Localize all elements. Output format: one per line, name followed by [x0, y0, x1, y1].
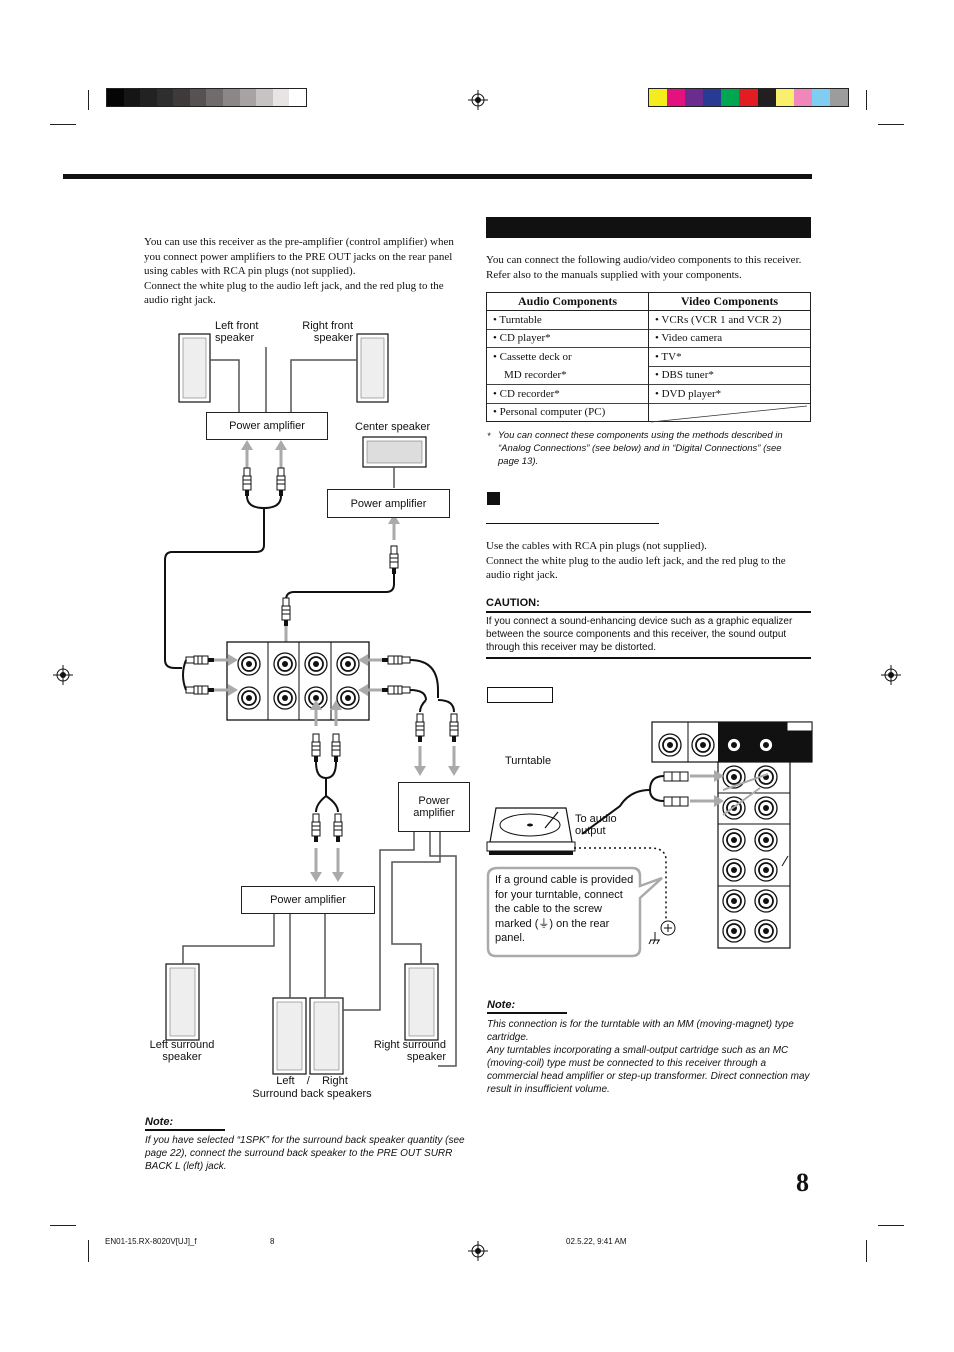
color-swatch — [223, 89, 240, 106]
table-row: • Personal computer (PC) — [486, 402, 811, 422]
table-row: • CD player* • Video camera — [486, 328, 811, 348]
color-swatch — [140, 89, 157, 106]
right-note-text: This connection is for the turntable wit… — [487, 1019, 810, 1095]
right-note-title: Note: — [487, 999, 516, 1011]
table-header-video: Video Components — [648, 292, 811, 311]
registration-mark-icon — [468, 1241, 488, 1261]
power-amplifier-center: Power amplifier — [327, 489, 450, 518]
table-cell: • CD recorder* — [486, 384, 649, 403]
footnote-mark: * — [487, 431, 491, 441]
right-front-speaker-label: Right front speaker — [302, 320, 353, 344]
color-swatch — [123, 89, 141, 106]
color-swatch — [239, 89, 257, 106]
color-swatch — [189, 89, 207, 106]
crop-mark — [866, 90, 867, 110]
power-amplifier-front: Power amplifier — [206, 412, 328, 440]
caution-rule-bottom — [486, 657, 811, 659]
color-swatch — [156, 89, 174, 106]
color-swatch — [206, 89, 224, 106]
table-cell: • Cassette deck or — [486, 347, 649, 366]
footnote-text: You can connect these components using t… — [498, 430, 783, 467]
components-intro-text: You can connect the following audio/vide… — [486, 254, 802, 281]
crop-mark — [50, 1225, 76, 1226]
footer-page: 8 — [270, 1237, 275, 1246]
to-audio-output-label: To audio output — [575, 813, 617, 837]
caution-title: CAUTION: — [486, 597, 540, 609]
table-cell: • DBS tuner* — [648, 365, 811, 385]
registration-mark-icon — [53, 665, 73, 685]
ground-cable-callout-text: If a ground cable is provided for your t… — [495, 874, 634, 944]
subsection-rule — [486, 523, 659, 524]
color-swatch — [173, 89, 190, 106]
color-swatch — [811, 89, 830, 106]
caution-text: If you connect a sound-enhancing device … — [486, 616, 793, 653]
color-swatch — [289, 89, 306, 106]
color-swatch — [739, 89, 758, 106]
header-rule — [63, 174, 812, 179]
surround-back-speakers-label: Surround back speakers — [252, 1088, 372, 1100]
crop-mark — [88, 1240, 89, 1262]
table-row: • CD recorder* • DVD player* — [486, 384, 811, 403]
crop-mark — [878, 1225, 904, 1226]
left-note-rule — [145, 1129, 225, 1131]
right-surround-speaker-label: Right surround speaker — [373, 1039, 446, 1063]
table-cell: • Personal computer (PC) — [486, 402, 649, 422]
left-front-speaker-label: Left front speaker — [215, 320, 259, 344]
table-cell: • Turntable — [486, 310, 649, 329]
page-number: 8 — [796, 1168, 809, 1197]
crop-mark — [50, 124, 76, 125]
footer-timestamp: 02.5.22, 9:41 AM — [566, 1237, 627, 1246]
color-swatch — [667, 89, 686, 106]
grayscale-calibration-bar — [106, 88, 307, 107]
turntable-label: Turntable — [505, 755, 552, 767]
color-calibration-bar — [648, 88, 849, 107]
color-swatch — [256, 89, 273, 106]
surround-back-lr-label: Left / Right — [276, 1075, 348, 1087]
color-swatch — [685, 89, 704, 106]
table-row: • Turntable • VCRs (VCR 1 and VCR 2) — [486, 310, 811, 329]
left-note-text: If you have selected “1SPK” for the surr… — [145, 1135, 465, 1172]
color-swatch — [793, 89, 812, 106]
color-swatch — [272, 89, 290, 106]
center-speaker-label: Center speaker — [355, 421, 431, 433]
crop-mark — [88, 90, 89, 110]
empty-cell-slash — [650, 405, 808, 422]
crop-mark — [866, 1240, 867, 1262]
color-swatch — [829, 89, 849, 106]
table-cell-empty — [648, 402, 811, 422]
left-surround-speaker-label: Left surround speaker — [149, 1039, 215, 1063]
color-swatch — [703, 89, 722, 106]
registration-mark-icon — [881, 665, 901, 685]
table-header-audio: Audio Components — [486, 292, 649, 311]
table-cell: • VCRs (VCR 1 and VCR 2) — [648, 310, 811, 329]
section-header-bar — [486, 217, 811, 238]
registration-mark-icon — [468, 90, 488, 110]
table-row: MD recorder* • DBS tuner* — [486, 365, 811, 385]
footer-file-name: EN01-15.RX-8020V[UJ]_f — [105, 1237, 197, 1246]
turntable-section-label-box — [487, 687, 553, 703]
preamp-intro-text: You can use this receiver as the pre-amp… — [144, 236, 454, 307]
color-swatch — [757, 89, 776, 106]
left-note-title: Note: — [145, 1116, 174, 1128]
crop-mark — [878, 124, 904, 125]
color-swatch — [721, 89, 740, 106]
table-cell: • CD player* — [486, 328, 649, 348]
table-cell: • Video camera — [648, 328, 811, 348]
power-amplifier-bottom: Power amplifier — [241, 886, 375, 914]
power-amplifier-right: Power amplifier — [398, 782, 470, 832]
table-cell: • DVD player* — [648, 384, 811, 403]
color-swatch — [649, 89, 668, 106]
subsection-square-bullet — [487, 492, 500, 505]
table-cell: • TV* — [648, 347, 811, 366]
color-swatch — [107, 89, 124, 106]
color-swatch — [775, 89, 794, 106]
table-row: • Cassette deck or • TV* — [486, 347, 811, 366]
components-table: Audio Components Video Components • Turn… — [486, 292, 811, 422]
cables-instruction-text: Use the cables with RCA pin plugs (not s… — [486, 540, 786, 582]
right-note-rule — [487, 1012, 567, 1014]
caution-rule-top — [486, 611, 811, 613]
